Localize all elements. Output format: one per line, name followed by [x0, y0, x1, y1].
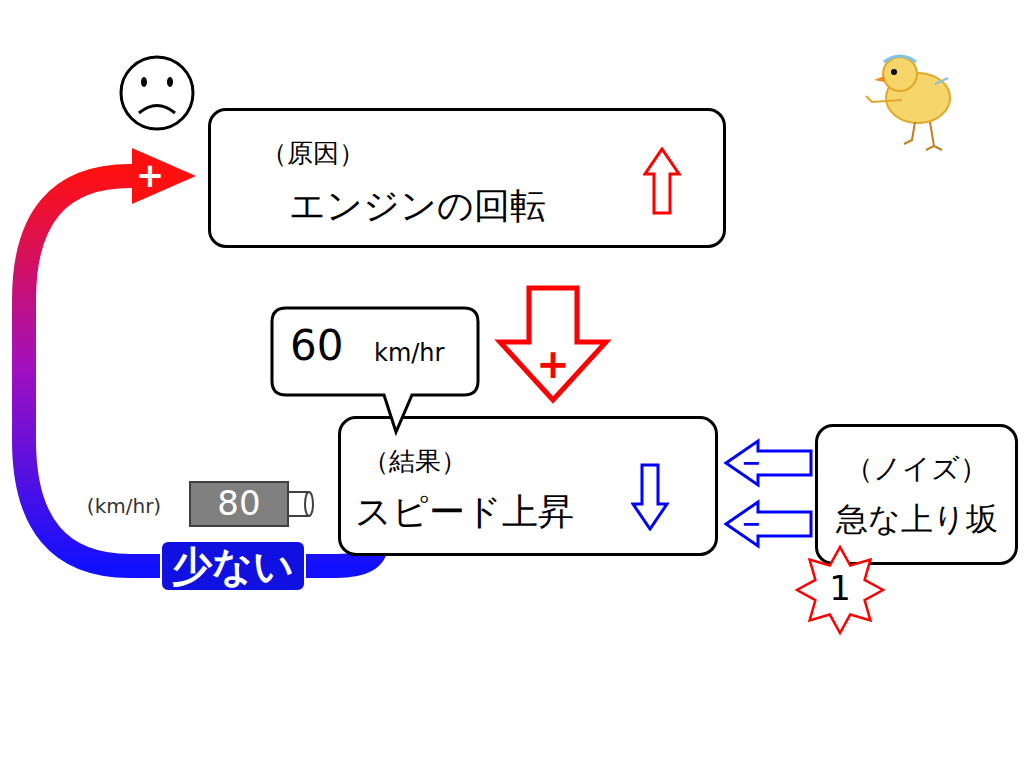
node-heading: 60	[290, 322, 343, 370]
starburst-outline	[797, 547, 883, 633]
connector	[726, 441, 811, 485]
decrease-arrow	[631, 463, 669, 531]
connector	[726, 502, 811, 546]
hollow-arrow	[500, 288, 606, 400]
sad-face	[121, 57, 193, 129]
edge-label: 少ない	[160, 540, 306, 592]
node-text: 1	[829, 569, 851, 608]
edge-label: +	[536, 342, 570, 386]
speed-sensor	[190, 482, 313, 526]
chick-illustration	[866, 56, 950, 150]
noise-box: （ノイズ） 急な上り坂	[815, 424, 1018, 565]
speed-reading: 80	[217, 485, 260, 522]
arrow-outline	[633, 465, 667, 529]
increase-arrow	[643, 147, 681, 215]
callout-number: 1	[795, 545, 885, 635]
hollow-arrow	[726, 441, 811, 485]
node-text: km/hr	[374, 340, 444, 368]
callout-outline	[272, 308, 478, 432]
edge-label: −	[741, 450, 761, 476]
node-heading: （ノイズ）	[845, 453, 988, 485]
edge-label: −	[741, 511, 761, 537]
node-text: エンジンの回転	[289, 185, 546, 226]
arrowhead	[132, 148, 196, 204]
node-heading: （結果）	[363, 447, 467, 477]
speed-callout: 60 km/hr	[272, 308, 478, 395]
connector	[500, 288, 606, 400]
node-text: 急な上り坂	[836, 501, 998, 538]
node-heading: （原因）	[261, 139, 365, 169]
arrow-outline	[645, 149, 679, 213]
unit-label: (km/hr)	[87, 495, 161, 517]
hollow-arrow	[726, 502, 811, 546]
node-text: スピード上昇	[355, 491, 574, 532]
result-box: （結果） スピード上昇	[338, 416, 718, 556]
plus-sign: +	[136, 157, 165, 194]
cause-box: （原因） エンジンの回転	[208, 108, 726, 248]
